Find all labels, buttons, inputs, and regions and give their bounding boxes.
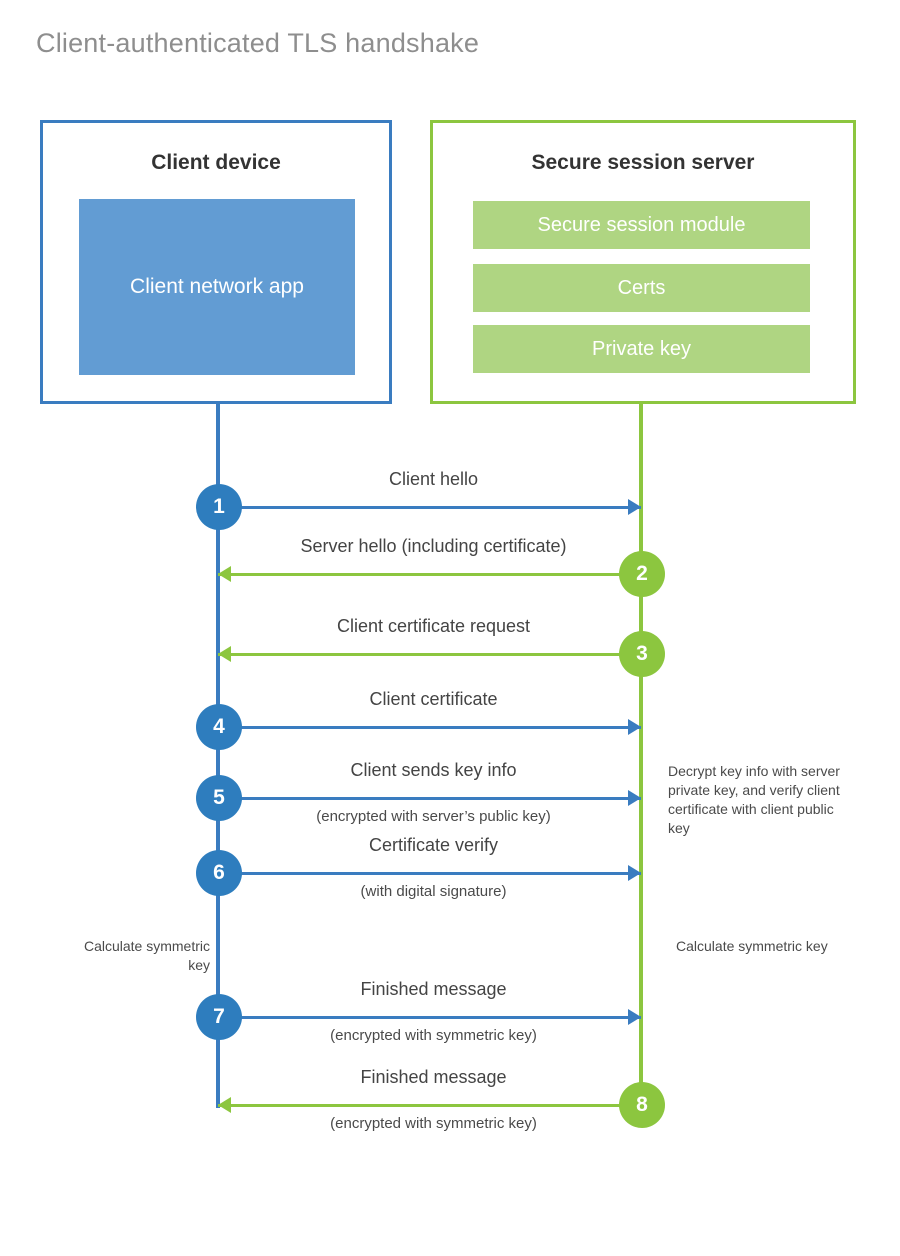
step-number-badge-5[interactable]: 5	[196, 775, 242, 821]
arrow-head	[628, 1009, 641, 1025]
step-number-badge-6[interactable]: 6	[196, 850, 242, 896]
arrow-shaft	[218, 573, 641, 576]
step-label: Finished message	[360, 979, 507, 999]
secure-session-server-title: Secure session server	[531, 151, 755, 174]
client-network-app-label: Client network app	[130, 275, 304, 298]
client-device-box: Client device Client network app	[40, 120, 392, 404]
arrow-head	[628, 719, 641, 735]
step-number-badge-4[interactable]: 4	[196, 704, 242, 750]
arrow-shaft	[218, 653, 641, 656]
arrow-head	[218, 646, 231, 662]
step-label: Server hello (including certificate)	[300, 536, 567, 556]
step-label: Client certificate	[369, 689, 498, 709]
arrow-head	[628, 865, 641, 881]
server-component-secure-session-module: Secure session module	[473, 201, 810, 249]
arrow-shaft	[218, 797, 641, 800]
step-label: Certificate verify	[368, 835, 499, 855]
arrow-shaft	[218, 506, 641, 509]
step-sublabel: (encrypted with symmetric key)	[330, 1115, 537, 1132]
step-label: Client certificate request	[336, 616, 531, 636]
arrow-head	[218, 1097, 231, 1113]
arrow-shaft	[218, 872, 641, 875]
step-number-badge-7[interactable]: 7	[196, 994, 242, 1040]
server-component-label: Certs	[617, 276, 666, 299]
server-lifeline	[639, 404, 643, 1105]
arrow-shaft	[218, 726, 641, 729]
step-label: Client hello	[388, 469, 479, 489]
client-lifeline	[216, 404, 220, 1108]
server-component-label: Secure session module	[537, 213, 746, 236]
arrow-shaft	[218, 1104, 641, 1107]
step-number-badge-8[interactable]: 8	[619, 1082, 665, 1128]
step-sublabel: (encrypted with server’s public key)	[316, 808, 551, 825]
arrow-shaft	[218, 1016, 641, 1019]
annotation-server-decrypt: Decrypt key info with server private key…	[668, 763, 840, 836]
step-sublabel: (with digital signature)	[360, 883, 507, 900]
client-network-app-block: Client network app	[79, 199, 355, 375]
step-number-badge-1[interactable]: 1	[196, 484, 242, 530]
annotation-client-calculate-symmetric-key: Calculate symmetric key	[83, 938, 210, 973]
step-label: Finished message	[360, 1067, 507, 1087]
server-component-private-key: Private key	[473, 325, 810, 373]
secure-session-server-box: Secure session server Secure session mod…	[430, 120, 856, 404]
server-component-certs: Certs	[473, 264, 810, 312]
arrow-head	[628, 790, 641, 806]
page-title: Client-authenticated TLS handshake	[36, 28, 480, 58]
arrow-head	[628, 499, 641, 515]
server-component-label: Private key	[592, 337, 691, 360]
step-label: Client sends key info	[350, 760, 517, 780]
client-device-title: Client device	[151, 151, 281, 174]
step-number-badge-3[interactable]: 3	[619, 631, 665, 677]
arrow-head	[218, 566, 231, 582]
step-number-badge-2[interactable]: 2	[619, 551, 665, 597]
step-sublabel: (encrypted with symmetric key)	[330, 1027, 537, 1044]
annotation-server-calculate-symmetric-key: Calculate symmetric key	[676, 938, 828, 954]
